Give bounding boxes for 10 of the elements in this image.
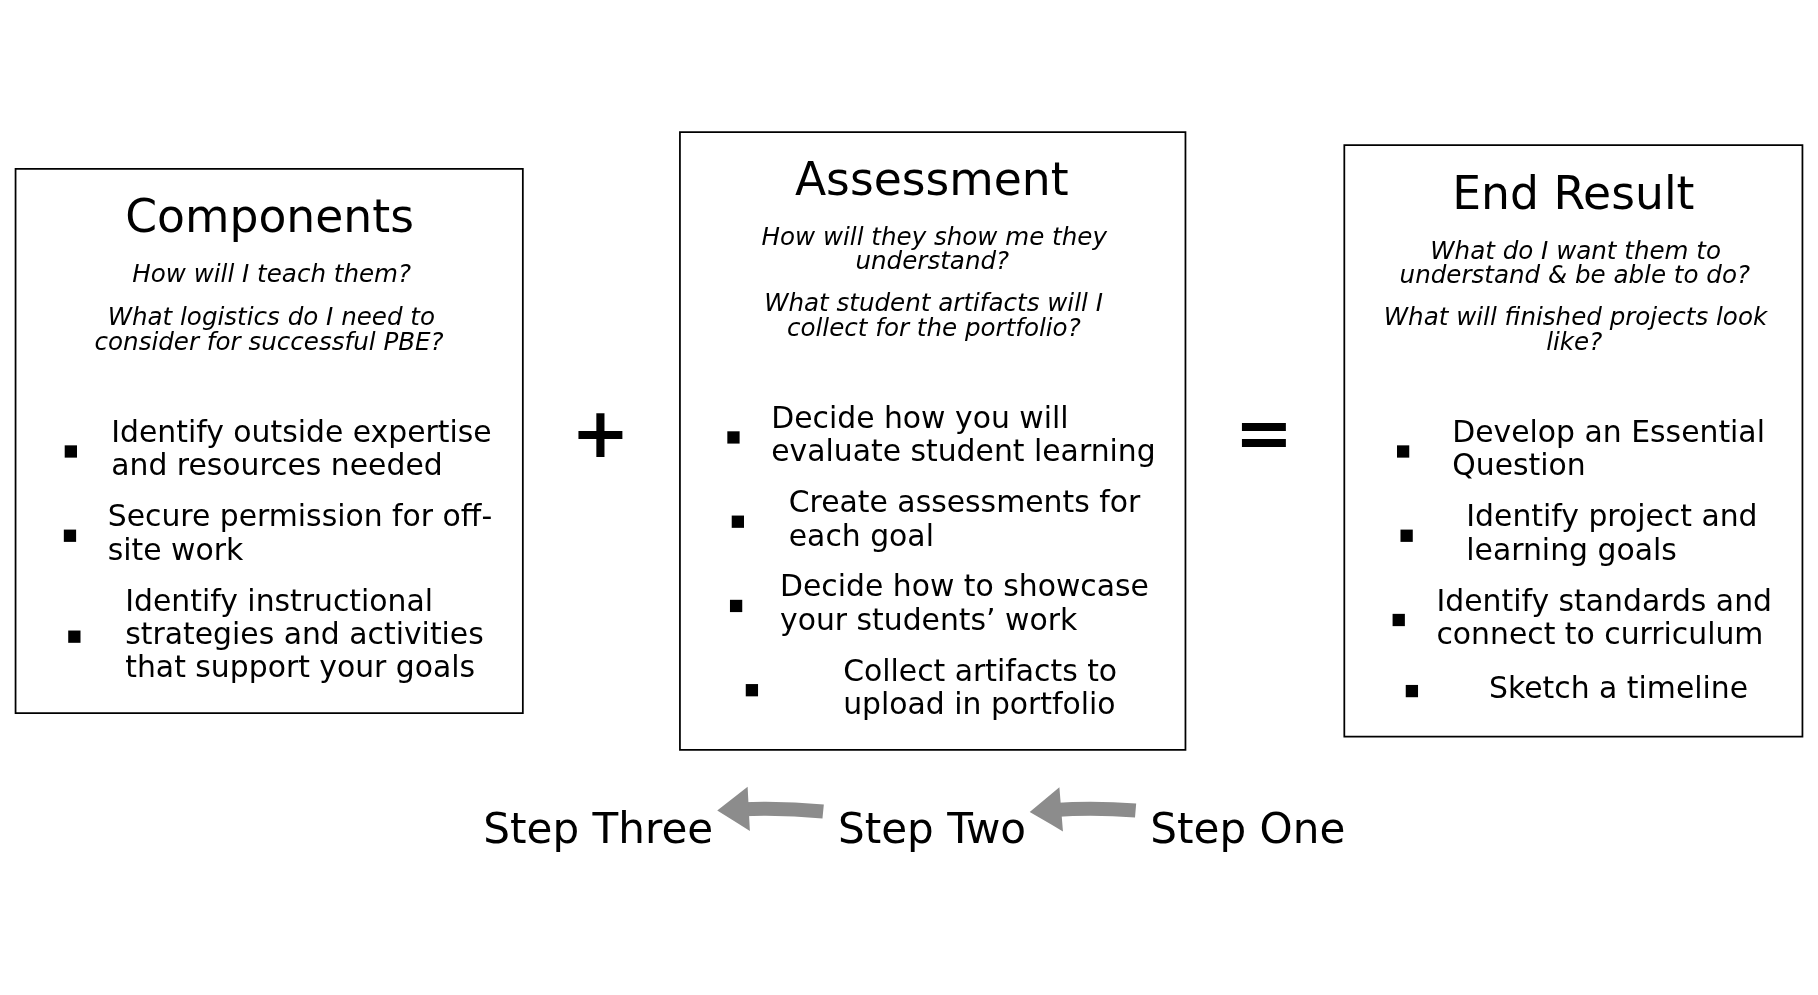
node-box: Assessment How will they show me they understand? What student artifacts will I collect for the portfolio? Decide how you will evaluate student learning Create assessments for each goal Decide how to showcase your students’ work Collect artifacts to upload in portfolio: [679, 130, 1187, 751]
label: =: [1234, 391, 1294, 474]
node-text: Step Two: [837, 803, 1027, 853]
label: +: [571, 391, 630, 474]
arrow: [717, 786, 824, 831]
arrow: [1029, 786, 1137, 831]
node-box: End Result What do I want them to understand & be able to do? What will finished projects look like? Develop an Essential Question Identify project and learning goals Identify standards and connect to curriculum Sketch a timeline: [1343, 143, 1804, 738]
node-box: Components How will I teach them? What logistics do I need to consider for successful PBE? Identify outside expertise and resources needed Secure permission for off-site work Identify instructional strategies and activities that support your goals: [14, 167, 524, 714]
node-text: Step Three: [483, 803, 714, 853]
node-text: Step One: [1150, 803, 1346, 853]
